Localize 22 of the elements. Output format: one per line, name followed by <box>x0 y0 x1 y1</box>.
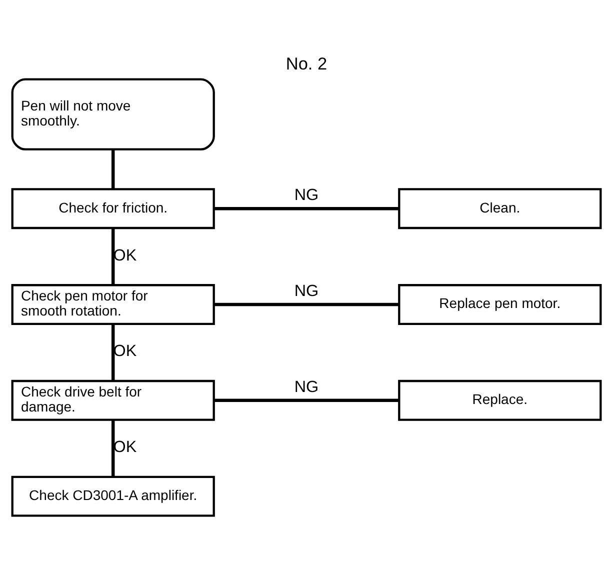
connector <box>111 324 115 381</box>
node-box: Check drive belt for damage. <box>11 380 215 421</box>
edge-label: NG <box>294 378 319 396</box>
connector <box>214 398 400 402</box>
edge-label: OK <box>113 342 137 360</box>
node-box: Check CD3001-A amplifier. <box>11 476 215 517</box>
edge-label: OK <box>113 246 137 264</box>
edge-label: NG <box>294 186 319 204</box>
node-box: Pen will not move smoothly. <box>11 78 215 150</box>
connector <box>214 207 400 210</box>
diagram-title: No. 2 <box>286 53 328 74</box>
node-box: Check pen motor for smooth rotation. <box>11 284 215 325</box>
connector <box>214 302 400 306</box>
node-box: Check for friction. <box>11 188 215 230</box>
connector <box>111 420 115 477</box>
edge-label: OK <box>113 438 137 456</box>
connector <box>111 150 115 189</box>
node-box: Replace pen motor. <box>398 284 602 325</box>
connector <box>111 228 115 285</box>
edge-label: NG <box>294 282 319 300</box>
node-box: Replace. <box>398 380 602 421</box>
node-box: Clean. <box>398 188 602 230</box>
